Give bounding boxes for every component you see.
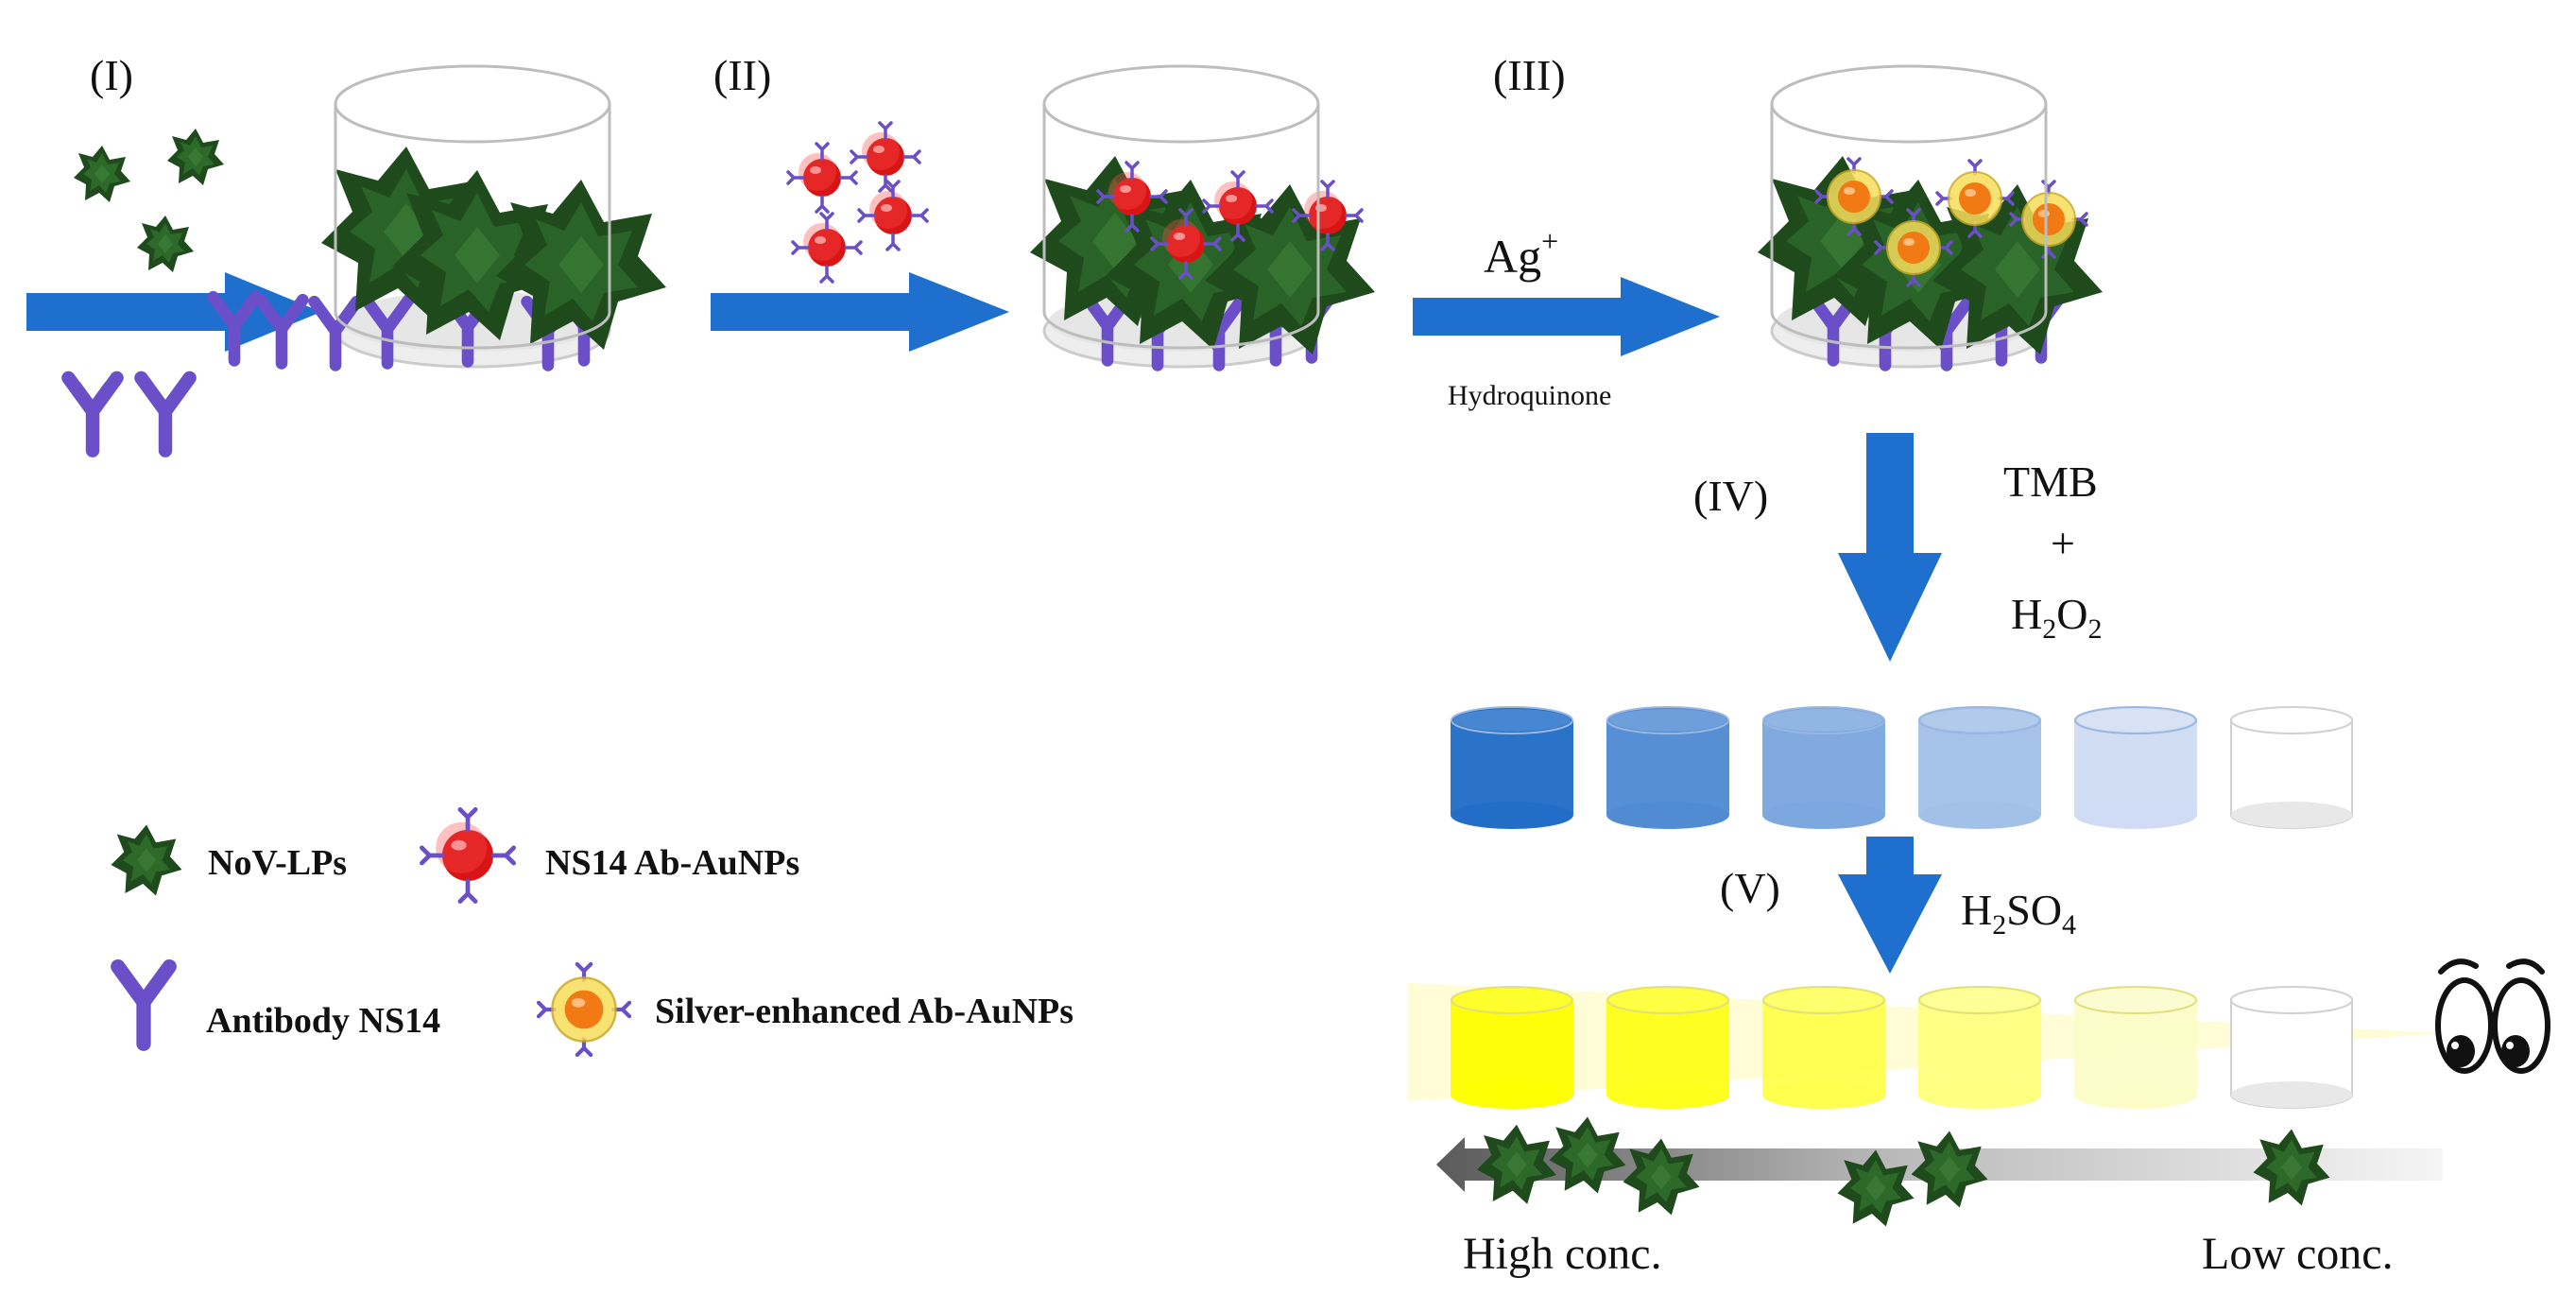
- novlp-star-icon: [167, 129, 224, 185]
- step-1-label: (I): [90, 51, 133, 99]
- legend: NoV-LPs NS14 Ab-AuNPs Antibody NS14 Silv…: [111, 809, 1073, 1055]
- step-5-label: (V): [1720, 864, 1780, 912]
- h2o2-sub-1: 2: [2042, 613, 2056, 645]
- blue-well-2: [1606, 706, 1729, 829]
- yellow-well-6: [2230, 986, 2353, 1109]
- yellow-well-5: [2074, 986, 2197, 1109]
- blue-wells-row: [1451, 706, 2353, 829]
- svg-text:H2SO4: H2SO4: [1961, 886, 2076, 941]
- acid-sub-1: 2: [1992, 909, 2006, 941]
- hydroquinone-label: Hydroquinone: [1448, 380, 1611, 411]
- yellow-well-2: [1606, 986, 1729, 1109]
- legend-aunp-label: NS14 Ab-AuNPs: [545, 843, 799, 883]
- blue-well-6: [2230, 706, 2353, 829]
- novlp-star-icon: [74, 146, 130, 202]
- plus-sign: +: [2051, 519, 2075, 567]
- process-arrow-1: [26, 272, 321, 352]
- step-5: (V) H2SO4: [1720, 837, 2076, 974]
- yellow-well-4: [1918, 986, 2041, 1109]
- process-arrow-2: [711, 272, 1009, 352]
- legend-silver-label: Silver-enhanced Ab-AuNPs: [655, 992, 1073, 1031]
- well-1: [214, 64, 666, 367]
- h2o2-h: H: [2011, 590, 2042, 638]
- h2o2-sub-2: 2: [2087, 613, 2102, 645]
- step-2: (II): [711, 51, 1009, 352]
- step-1: (I): [26, 51, 321, 451]
- svg-text:Ag+: Ag+: [1484, 224, 1558, 283]
- blue-well-4: [1918, 706, 2041, 829]
- yellow-wells-row: [1451, 986, 2353, 1109]
- legend-novlp-icon: [111, 824, 182, 896]
- step-4-label: (IV): [1693, 472, 1768, 520]
- well-3: [1758, 64, 2103, 367]
- svg-text:H2O2: H2O2: [2011, 590, 2102, 645]
- step-3-label: (III): [1493, 51, 1566, 99]
- blue-well-1: [1451, 706, 1573, 829]
- yellow-well-1: [1451, 986, 1573, 1109]
- process-arrow-3: [1413, 277, 1720, 356]
- blue-well-3: [1762, 706, 1885, 829]
- legend-silver-icon: [539, 964, 629, 1055]
- acid-sub-2: 4: [2062, 909, 2076, 941]
- tmb-label: TMB: [2003, 457, 2098, 506]
- novlp-star-icon: [137, 216, 194, 272]
- legend-antibody-label: Antibody NS14: [206, 1001, 440, 1041]
- silver-ion-label: Ag: [1484, 230, 1541, 283]
- step-4: (IV) TMB + H2O2: [1693, 433, 2102, 662]
- high-conc-label: High conc.: [1463, 1229, 1662, 1279]
- blue-well-5: [2074, 706, 2197, 829]
- legend-novlp-label: NoV-LPs: [208, 843, 347, 883]
- aunp-icon: [786, 142, 858, 214]
- well-2: [1030, 64, 1375, 367]
- concentration-gradient: High conc. Low conc.: [1436, 1116, 2443, 1279]
- legend-antibody-icon: [118, 967, 169, 1044]
- low-conc-label: Low conc.: [2202, 1229, 2394, 1279]
- yellow-well-3: [1762, 986, 1885, 1109]
- step-3: (III) Ag+ Hydroquinone: [1413, 51, 1720, 411]
- step-2-label: (II): [713, 51, 771, 99]
- process-arrow-4: [1838, 433, 1942, 662]
- process-arrow-5: [1838, 837, 1942, 974]
- eyes-icon: [2435, 958, 2550, 1074]
- h2o2-o: O: [2056, 590, 2087, 638]
- acid-h: H: [1961, 886, 1992, 934]
- silver-ion-charge: +: [1541, 224, 1558, 258]
- legend-aunp-icon: [421, 809, 513, 901]
- acid-so: SO: [2006, 886, 2062, 934]
